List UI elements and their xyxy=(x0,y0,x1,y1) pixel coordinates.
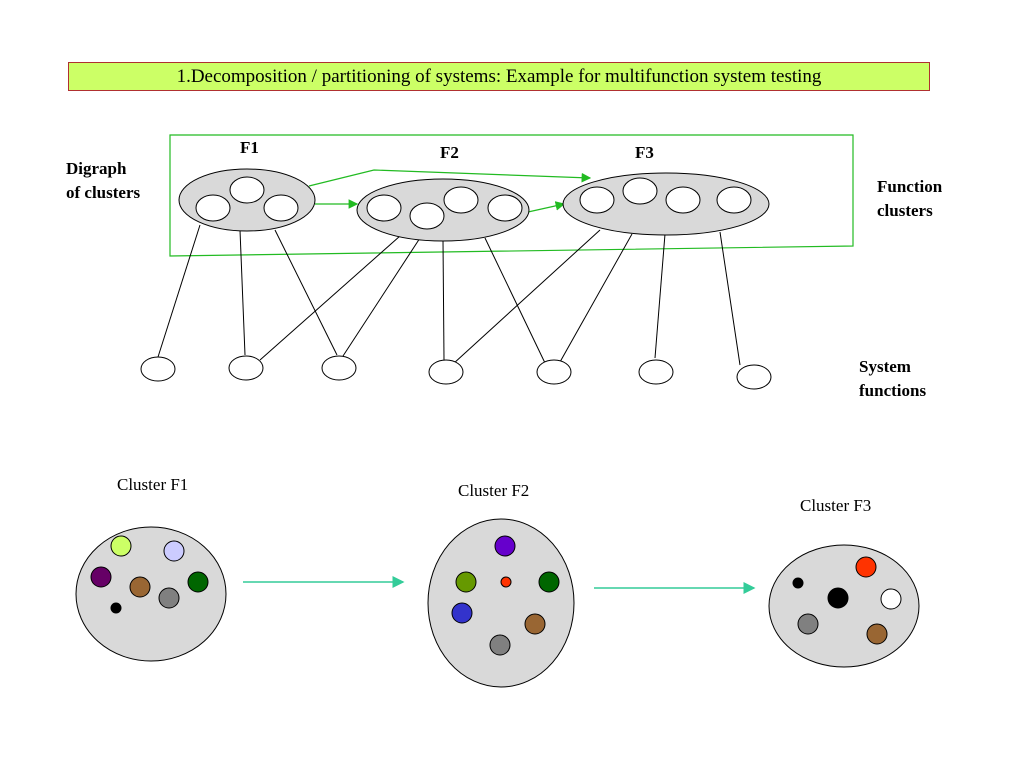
link-line xyxy=(274,229,338,356)
cluster-f2-dot xyxy=(524,613,546,635)
cluster-f3-detail xyxy=(768,544,920,668)
function-cluster-f1 xyxy=(178,168,316,232)
function-cluster-f2 xyxy=(356,178,530,242)
cluster-f2-name: F2 xyxy=(440,143,459,162)
link-line xyxy=(342,237,421,357)
cluster-f3-dot xyxy=(797,613,819,635)
system-function-node xyxy=(228,355,264,381)
link-line xyxy=(559,233,633,363)
cluster-f1-dot xyxy=(110,602,122,614)
function-node xyxy=(665,186,701,214)
cluster-f3-dot xyxy=(880,588,902,610)
system-functions-label: System functions xyxy=(859,355,926,403)
cluster-f1-dot xyxy=(90,566,112,588)
cluster-f2-dot xyxy=(489,634,511,656)
system-function-node xyxy=(638,359,674,385)
cluster-f1-dot xyxy=(187,571,209,593)
cluster-f2-dot xyxy=(455,571,477,593)
function-node xyxy=(366,194,402,222)
cluster-f1-dot xyxy=(163,540,185,562)
link-line xyxy=(452,229,601,365)
cluster-f3-dot xyxy=(827,587,849,609)
function-clusters-label: Function clusters xyxy=(877,175,942,223)
system-function-node xyxy=(536,359,572,385)
function-clusters-line1: Function xyxy=(877,177,943,196)
function-node xyxy=(487,194,523,222)
link-line xyxy=(259,235,401,361)
cluster-f1-dot xyxy=(129,576,151,598)
cluster-f2-detail xyxy=(427,518,575,688)
arrow-f1-f3 xyxy=(308,169,592,187)
cluster-arrows xyxy=(308,169,592,213)
system-function-node xyxy=(428,359,464,385)
digraph-label-line1: Digraph xyxy=(66,159,127,178)
system-function-node xyxy=(140,356,176,382)
system-function-node xyxy=(736,364,772,390)
cluster-f2-dot xyxy=(538,571,560,593)
cluster-f1-dot xyxy=(110,535,132,557)
cluster-f2-caption: Cluster F2 xyxy=(458,481,530,500)
function-node xyxy=(409,202,445,230)
link-line xyxy=(157,224,201,358)
cluster-f3-dot xyxy=(855,556,877,578)
function-node xyxy=(716,186,752,214)
system-functions-line2: functions xyxy=(859,381,927,400)
function-node xyxy=(229,176,265,204)
arrow-f2-f3 xyxy=(527,201,566,213)
cluster-f3-dot xyxy=(792,577,804,589)
digraph-label-line2: of clusters xyxy=(66,183,141,202)
slide-title: 1.Decomposition / partitioning of system… xyxy=(68,62,930,91)
cluster-f1-dot xyxy=(158,587,180,609)
cluster-f2-dot xyxy=(451,602,473,624)
cluster-detail-arrows xyxy=(243,576,756,594)
cluster-f3-name: F3 xyxy=(635,143,654,162)
link-line xyxy=(719,231,741,366)
function-clusters-line2: clusters xyxy=(877,201,933,220)
system-function-node xyxy=(321,355,357,381)
cluster-ellipse xyxy=(356,178,530,242)
function-node xyxy=(443,186,479,214)
cluster-ellipse xyxy=(562,172,770,236)
cluster-f3-dot xyxy=(866,623,888,645)
function-clusters-frame xyxy=(169,134,854,257)
digraph-label: Digraph of clusters xyxy=(66,157,140,205)
function-cluster-f3 xyxy=(562,172,770,236)
cluster-f1-name: F1 xyxy=(240,138,259,157)
cluster-f1-caption: Cluster F1 xyxy=(117,475,189,494)
link-line xyxy=(654,233,666,359)
cluster-f3-caption: Cluster F3 xyxy=(800,496,872,515)
system-functions-line1: System xyxy=(859,357,911,376)
cluster-f2-body xyxy=(427,518,575,688)
function-node xyxy=(195,194,231,222)
function-node xyxy=(579,186,615,214)
cluster-f1-detail xyxy=(75,526,227,662)
cluster-f2-dot xyxy=(500,576,512,588)
cluster-f2-dot xyxy=(494,535,516,557)
function-links xyxy=(157,224,741,366)
function-node xyxy=(622,177,658,205)
link-line xyxy=(484,237,546,364)
link-line xyxy=(239,229,246,356)
cluster-f1-body xyxy=(75,526,227,662)
function-node xyxy=(263,194,299,222)
link-line xyxy=(442,239,445,361)
system-functions xyxy=(140,355,772,390)
